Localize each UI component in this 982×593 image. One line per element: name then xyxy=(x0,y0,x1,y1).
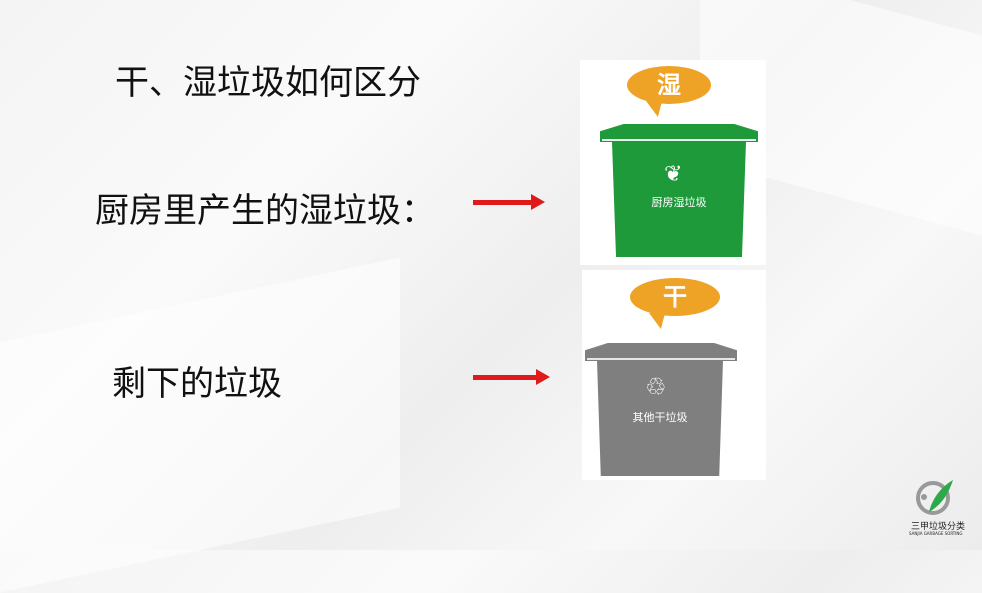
background-facet xyxy=(0,257,400,593)
kitchen-waste-text: 厨房里产生的湿垃圾： xyxy=(95,191,435,231)
dry-bin-body: ♲ 其他干垃圾 xyxy=(597,361,723,476)
wet-bin-label: 厨房湿垃圾 xyxy=(651,196,707,209)
red-arrow-icon xyxy=(473,194,545,210)
food-waste-icon: ❦ xyxy=(664,162,683,187)
dry-bin-label: 其他干垃圾 xyxy=(632,411,688,424)
red-arrow-icon xyxy=(473,369,550,385)
wet-bubble: 湿 xyxy=(627,66,711,104)
dry-bin-lid xyxy=(585,343,737,361)
slide-title: 干、湿垃圾如何区分 xyxy=(115,63,421,103)
wet-bin-lid xyxy=(600,124,758,142)
dry-bubble: 干 xyxy=(630,278,720,316)
recycle-arrows-icon: ♲ xyxy=(645,373,667,401)
leaf-logo-icon xyxy=(916,480,953,515)
remaining-waste-text: 剩下的垃圾 xyxy=(112,364,282,404)
lid-line xyxy=(587,358,735,360)
dry-bin-image: 干 ♲ 其他干垃圾 xyxy=(582,270,766,480)
wet-bin-body: ❦ 厨房湿垃圾 xyxy=(612,142,746,257)
company-logo: 三甲垃圾分类 SANJIA GARBAGE SORTING xyxy=(905,478,975,548)
lid-line xyxy=(602,139,756,141)
logo-name: 三甲垃圾分类 xyxy=(911,522,966,532)
wet-bin-image: 湿 ❦ 厨房湿垃圾 xyxy=(580,60,766,265)
logo-subtitle: SANJIA GARBAGE SORTING xyxy=(909,531,963,536)
